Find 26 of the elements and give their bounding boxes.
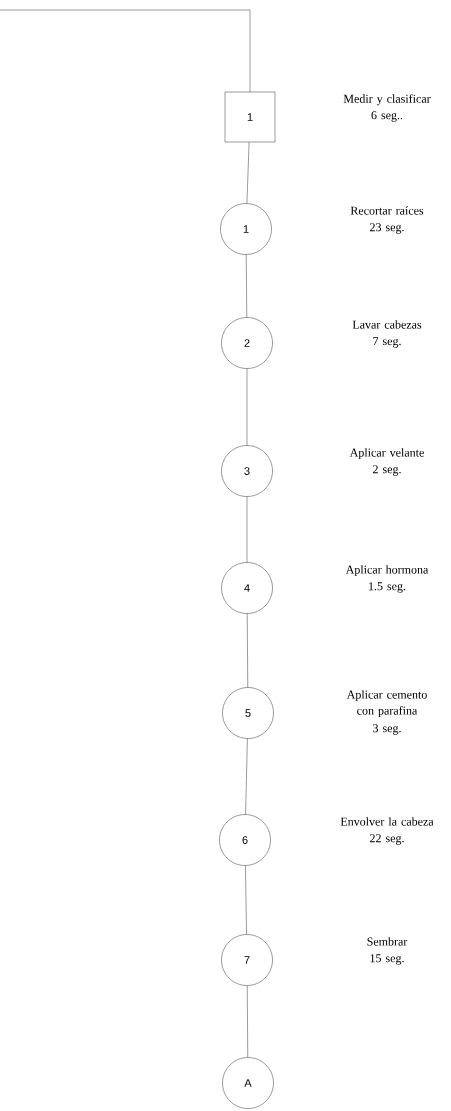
connector-line xyxy=(246,254,247,318)
step-caption: Envolver la cabeza xyxy=(340,817,434,826)
step-caption: Aplicar cemento con parafina xyxy=(346,690,427,718)
connector-line xyxy=(247,613,248,688)
connector-line xyxy=(246,496,248,563)
connector-line xyxy=(247,985,248,1058)
step-caption: 7 seg. xyxy=(373,337,401,348)
step-caption: Sembrar xyxy=(367,937,408,946)
connector-line xyxy=(245,738,248,815)
step-caption: Lavar cabezas xyxy=(352,320,422,329)
step-caption: Aplicar hormona xyxy=(345,565,429,577)
step-caption: 3 seg. xyxy=(373,724,401,735)
step-caption: 22 seg. xyxy=(370,834,404,845)
connector-line xyxy=(0,9,251,92)
step-caption: Recortar raíces xyxy=(350,206,424,215)
connector-line xyxy=(245,865,247,935)
step-caption: 6 seg.. xyxy=(371,111,403,122)
step-caption: 2 seg. xyxy=(373,465,401,476)
step-caption: 1.5 seg. xyxy=(369,582,406,593)
connector-line xyxy=(246,368,248,446)
operation-square: 1 xyxy=(224,91,276,143)
connector-line xyxy=(246,142,250,204)
step-caption: Medir y clasificar xyxy=(343,94,431,106)
step-caption: Aplicar velante xyxy=(349,448,424,460)
step-caption: 23 seg. xyxy=(370,223,404,234)
step-caption: 15 seg. xyxy=(370,954,404,965)
